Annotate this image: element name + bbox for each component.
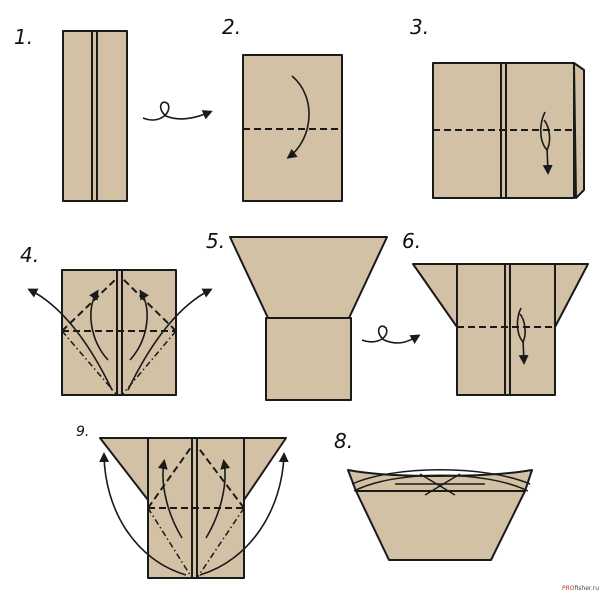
step-7-figure xyxy=(99,437,289,579)
step-5-label: 5. xyxy=(206,229,225,253)
step-2-label: 2. xyxy=(222,15,241,39)
watermark-text: PROfisher.ru xyxy=(562,585,599,592)
step-2-figure xyxy=(242,54,343,202)
step-7-label: 9. xyxy=(76,424,89,440)
step-1-label: 1. xyxy=(14,25,33,49)
step-5-figure xyxy=(229,236,388,401)
step-4-label: 4. xyxy=(20,243,39,267)
step-6-label: 6. xyxy=(402,229,421,253)
flip-over-arrow-icon xyxy=(142,101,213,121)
step-6-figure xyxy=(412,263,589,396)
step-3-figure xyxy=(432,62,585,199)
step-4-figure xyxy=(27,269,213,396)
flip-over-arrow-icon-2 xyxy=(361,325,421,344)
step-8-figure xyxy=(347,469,533,561)
step-1-figure xyxy=(62,30,128,202)
step-8-label: 8. xyxy=(334,429,353,453)
step-3-label: 3. xyxy=(410,15,429,39)
